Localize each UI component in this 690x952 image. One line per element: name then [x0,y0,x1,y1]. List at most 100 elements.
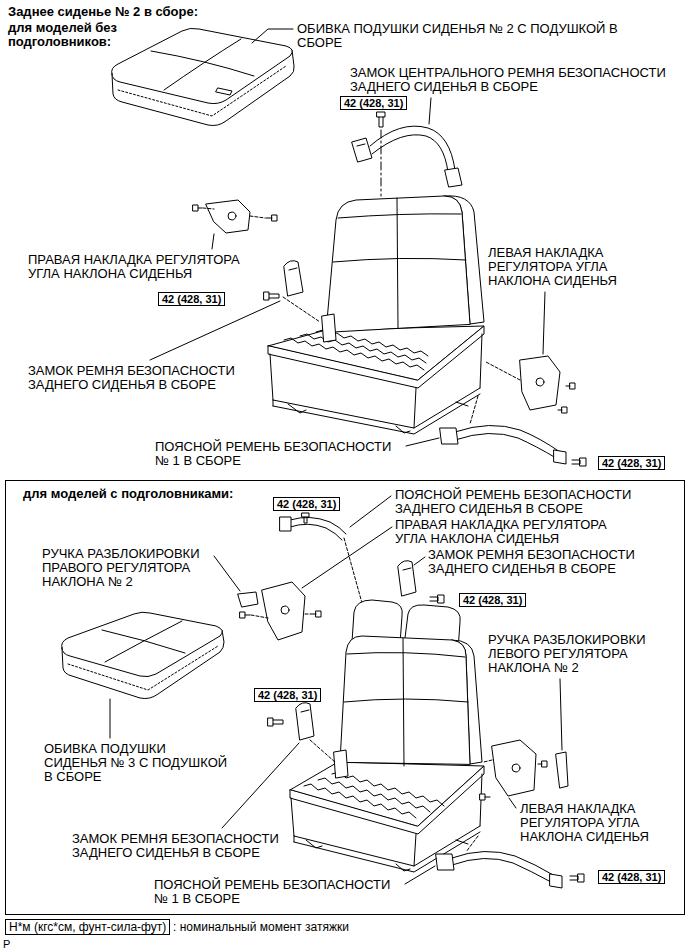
part-label: ЗАМОК РЕМНЯ БЕЗОПАСНОСТИ ЗАДНЕГО СИДЕНЬЯ… [28,364,246,392]
belt-anchor [550,874,562,888]
box-text: Н*м (кгс*см, фунт-сила-фут) [9,920,166,934]
leader-line [406,438,439,446]
torque-box: 42 (428, 31) [158,292,225,306]
seat-rail [268,326,484,388]
seat-leg [270,334,482,428]
leader-line [405,866,435,884]
part-label: для моделей без подголовников: [8,21,133,49]
seat-spring [284,338,424,370]
torque-box: 42 (428, 31) [459,593,526,607]
part-label: ЗАМОК РЕМНЯ БЕЗОПАСНОСТИ ЗАДНЕГО СИДЕНЬЯ… [428,548,646,576]
seat-rail [290,766,484,834]
part-label: ЗАМОК РЕМНЯ БЕЗОПАСНОСТИ ЗАДНЕГО СИДЕНЬЯ… [72,832,284,860]
figure-code: P [3,937,10,951]
part-label: ПОЯСНОЙ РЕМЕНЬ БЕЗОПАСНОСТИ № 1 В СБОРЕ [154,878,400,906]
cushion-tag [216,88,232,95]
belt-strap [370,126,455,172]
belt-strap [290,517,346,540]
cushion-seam [118,66,286,116]
seat-spring [332,772,444,806]
part-label: ОБИВКА ПОДУШКИ СИДЕНЬЯ № 3 С ПОДУШКОЙ В … [44,742,231,784]
part-label: ПРАВАЯ НАКЛАДКА РЕГУЛЯТОРА УГЛА НАКЛОНА … [395,518,625,546]
box-text: 42 (428, 31) [162,293,221,305]
buckle [296,703,314,740]
leader-line [414,557,425,565]
buckle [398,561,416,596]
belt-strap [455,425,560,458]
hinge-plate [334,750,348,778]
cover-hole [281,606,289,614]
seat-back [326,196,470,332]
panel-heading: для моделей с подголовниками: [23,487,233,501]
dashed-line [470,396,478,424]
screw [558,407,567,413]
belt-anchor [554,450,566,464]
cushion-seam [68,646,218,690]
cushion-seam [164,39,241,90]
bolt [377,112,385,127]
seat-back-seam [333,198,466,328]
dashed-line [251,614,309,618]
belt-anchor [445,168,462,187]
torque-box: 42 (428, 31) [254,688,321,702]
box-text: 42 (428, 31) [602,871,661,883]
box-text: 42 (428, 31) [463,594,522,606]
cover-hole [536,378,544,386]
leader-line [302,527,392,588]
bolt [268,718,283,726]
part-label: ЛЕВАЯ НАКЛАДКА РЕГУЛЯТОРА УГЛА НАКЛОНА С… [520,802,665,844]
buckle [284,261,303,296]
seat-base-rail [273,388,480,434]
torque-box: 42 (428, 31) [340,96,407,110]
seat-cushion [112,28,295,125]
seat-foot [306,840,468,871]
cushion-seam [102,621,185,662]
center-line [381,130,382,196]
buckle [352,138,372,162]
cushion-top [62,612,223,676]
diagram-title: Заднее сиденье № 2 в сборе: [8,5,198,19]
bolt [264,292,279,300]
bolt [570,874,584,882]
part-label: ПОЯСНОЙ РЕМЕНЬ БЕЗОПАСНОСТИ ЗАДНЕГО СИДЕ… [395,488,645,516]
torque-box: 42 (428, 31) [598,456,665,470]
part-label: ЗАМОК ЦЕНТРАЛЬНОГО РЕМНЯ БЕЗОПАСНОСТИ ЗА… [350,66,675,94]
screw [480,794,490,800]
cover-hole [228,212,236,220]
dashed-line [466,836,478,852]
screw [310,611,321,617]
cover-hole [512,764,520,772]
box-text: 42 (428, 31) [277,498,336,510]
cushion-top [112,28,293,103]
recliner-cover [262,582,305,640]
legend-text: : номинальный момент затяжки [173,920,349,934]
release-handle [556,752,568,788]
dashed-line [484,760,492,762]
box-text: 42 (428, 31) [344,97,403,109]
dashed-line [203,208,265,218]
screw [193,205,202,211]
belt-anchor [280,517,291,531]
bolt [430,595,444,603]
leader-line [110,699,111,738]
part-label: РУЧКА РАЗБЛОКИРОВКИ ЛЕВОГО РЕГУЛЯТОРА НА… [488,633,658,675]
leader-line [543,292,545,354]
leader-line [252,29,293,43]
belt-tongue [440,428,458,444]
screw [266,215,277,221]
release-handle [238,592,258,607]
screw [566,383,575,389]
bolt [572,458,586,466]
belt-tongue [436,854,454,870]
part-label: ЛЕВАЯ НАКЛАДКА РЕГУЛЯТОРА УГЛА НАКЛОНА С… [488,246,633,288]
leader-line [429,98,431,124]
part-label: ПОЯСНОЙ РЕМЕНЬ БЕЗОПАСНОСТИ № 1 В СБОРЕ [155,440,401,468]
belt-strap [452,851,555,882]
dashed-line [486,362,520,380]
seat-leg [291,774,482,866]
torque-box: 42 (428, 31) [598,870,665,884]
box-text: 42 (428, 31) [258,689,317,701]
recliner-cover [206,200,250,233]
part-label: РУЧКА РАЗБЛОКИРОВКИ ПРАВОГО РЕГУЛЯТОРА Н… [42,547,212,589]
leader-line [560,679,562,750]
